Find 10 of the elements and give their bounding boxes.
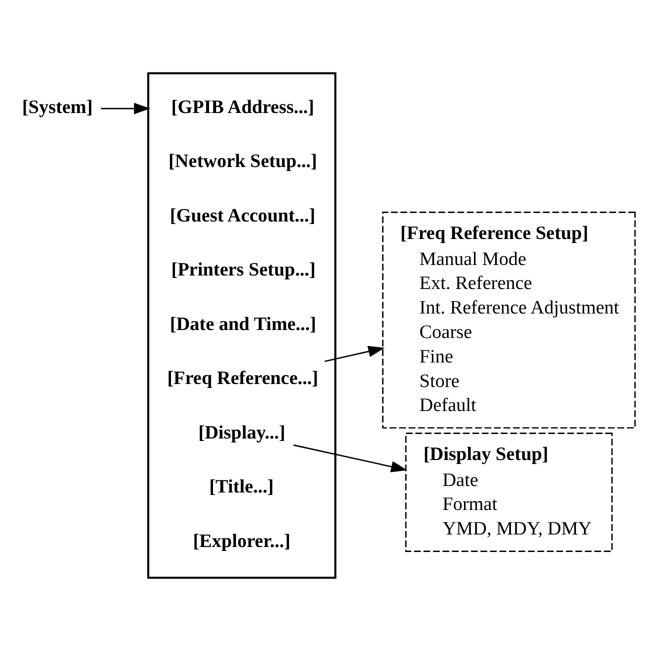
- node-text: [Date and Time...]: [170, 314, 316, 335]
- node-text: [Freq Reference...]: [167, 368, 318, 390]
- node-text: [GPIB Address...]: [171, 96, 314, 118]
- node-text: [Network Setup...]: [168, 151, 318, 172]
- node-text: [Guest Account...]: [170, 205, 316, 226]
- node-text: [Title...]: [209, 476, 274, 498]
- node-text: [Explorer...]: [192, 530, 290, 552]
- node-text: [Display...]: [198, 422, 286, 444]
- node-text: [Printers Setup...]: [171, 260, 316, 281]
- node-text: [System]: [22, 96, 93, 118]
